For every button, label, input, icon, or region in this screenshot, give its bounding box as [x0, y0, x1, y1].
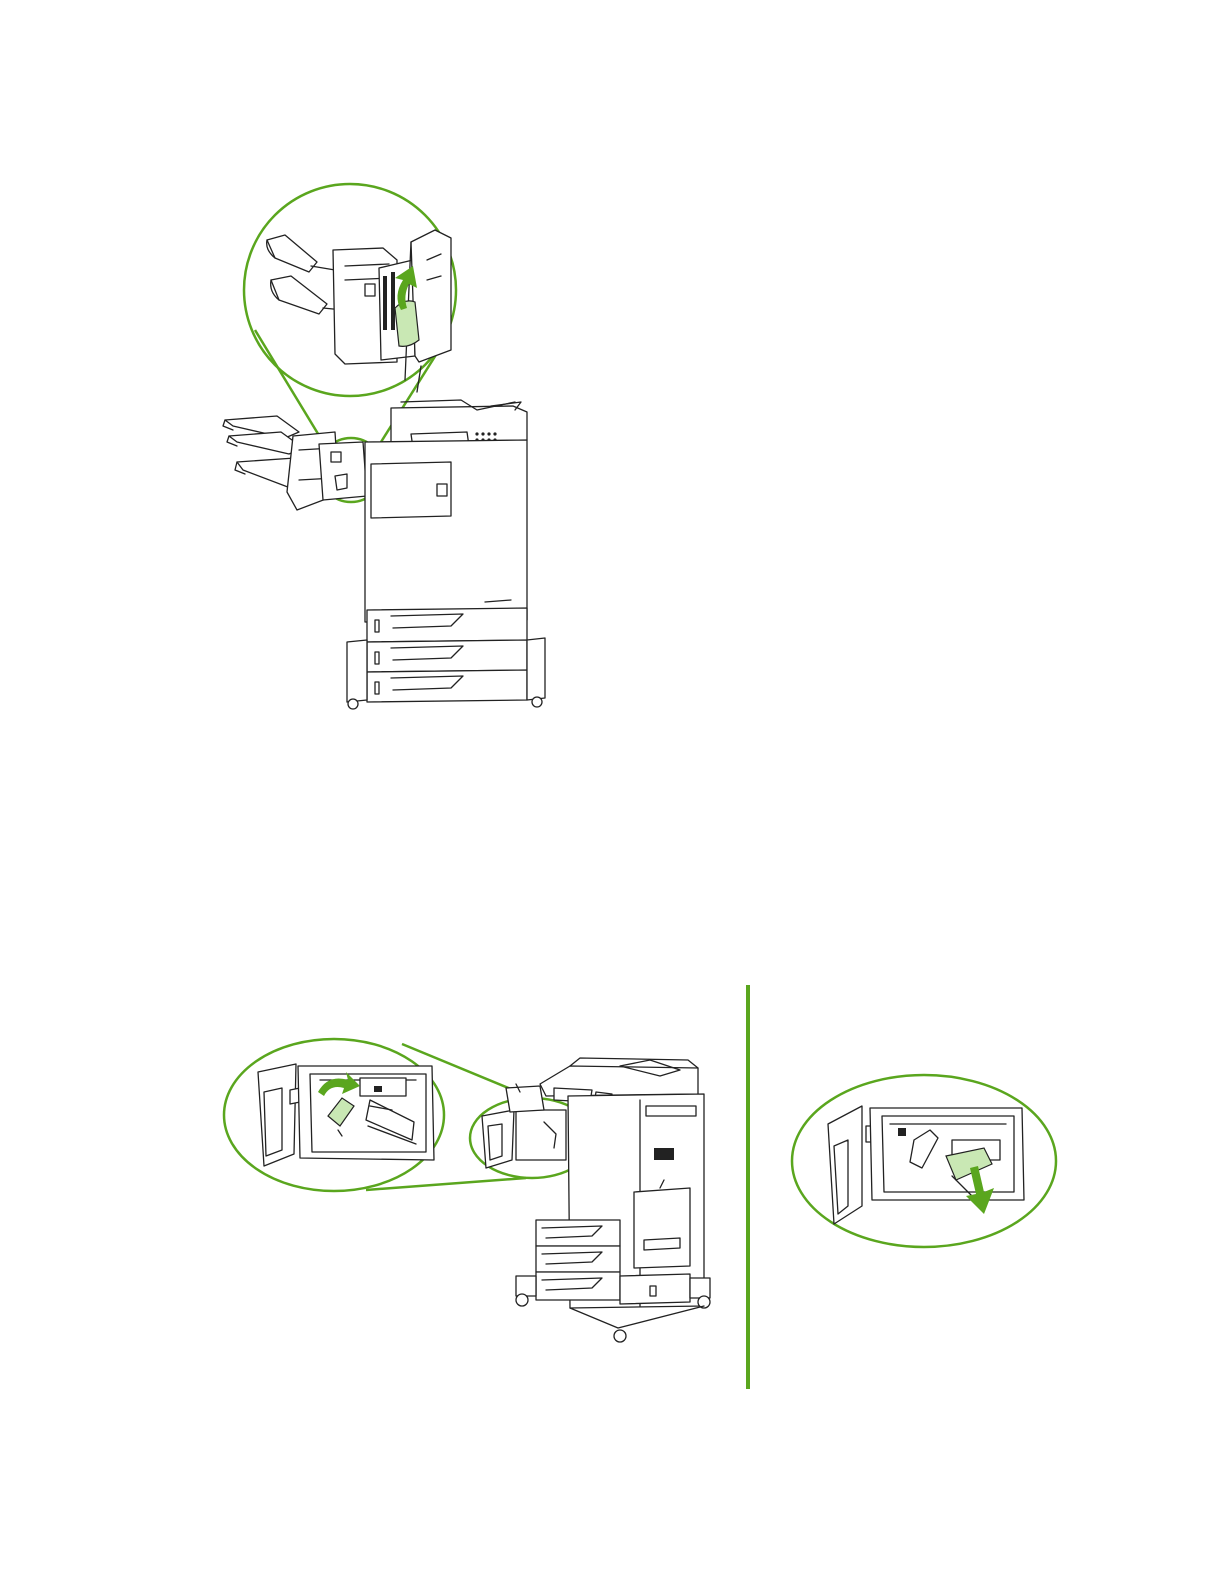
- stapler-door-open-illustration: [220, 1030, 720, 1350]
- finisher-upper-jam-illustration: [215, 180, 555, 720]
- stapler-cartridge-detail: [828, 1106, 1024, 1224]
- magnified-stapler-door: [258, 1064, 434, 1166]
- stapler-cartridge-removal-illustration: [786, 1068, 1062, 1254]
- stacker-trays: [223, 416, 367, 510]
- finisher-jam-figure: [215, 180, 555, 720]
- printer-body: [482, 1058, 710, 1342]
- column-divider: [746, 985, 750, 1389]
- stapler-cartridge-figure: [786, 1068, 1062, 1254]
- printer-body: [347, 400, 545, 709]
- stapler-door-figure: [220, 1030, 720, 1350]
